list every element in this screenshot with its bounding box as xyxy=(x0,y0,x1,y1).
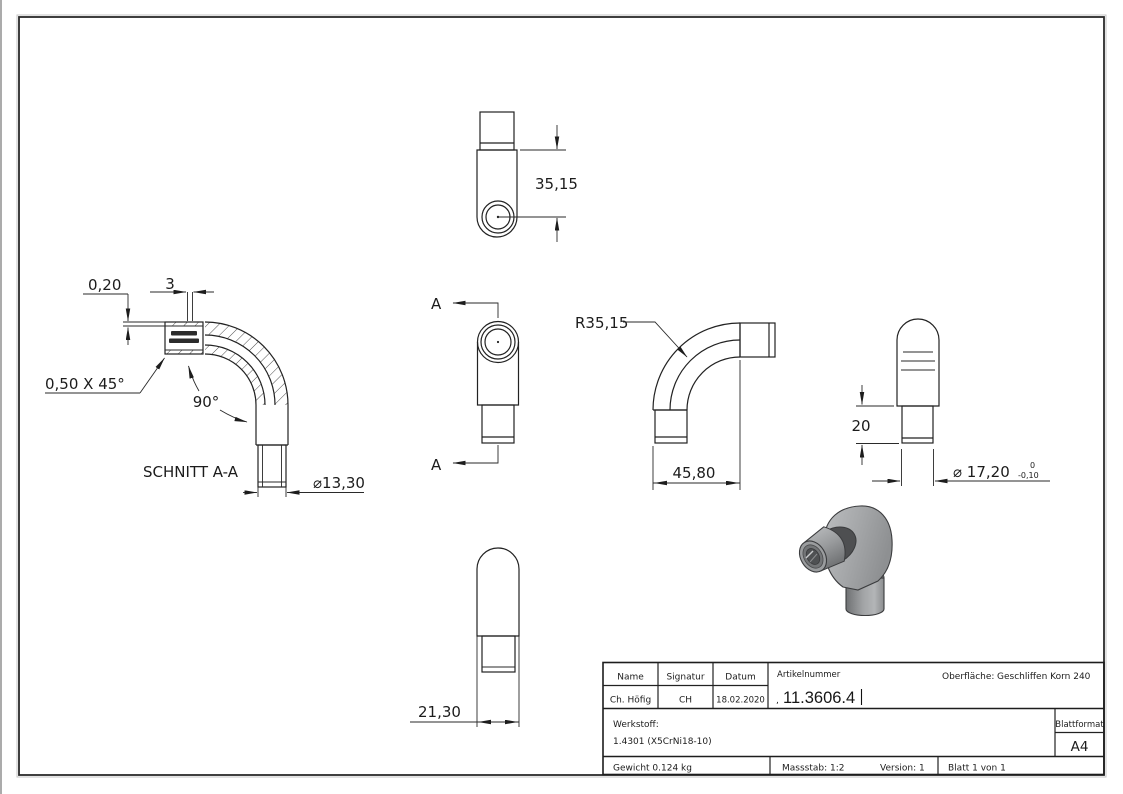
sheet-format-value: A4 xyxy=(1071,739,1089,755)
bend-view: R35,15 45,80 xyxy=(575,314,776,490)
drawing-frame xyxy=(18,16,1105,776)
weight-value: Gewicht 0.124 kg xyxy=(613,764,692,774)
article-number-field[interactable]: , 11.3606.4 xyxy=(776,689,863,707)
dim-35-15: 35,15 xyxy=(535,175,578,193)
dim-20: 20 xyxy=(851,417,870,435)
dim-3: 3 xyxy=(165,275,175,293)
version-value: Version: 1 xyxy=(880,764,925,774)
dim-r35-15: R35,15 xyxy=(575,314,628,332)
material-label: Werkstoff: xyxy=(613,720,659,730)
top-view: 35,15 xyxy=(476,111,578,242)
tolerance-lower: -0,10 xyxy=(1018,471,1039,480)
title-block: Name Signatur Datum Ch. Höfig CH 18.02.2… xyxy=(602,661,1105,776)
surface-value: Geschliffen Korn 240 xyxy=(997,672,1091,682)
section-view: 0,20 3 0,50 X 45° 90° SCHNITT A-A ⌀13,30 xyxy=(45,275,365,497)
section-title: SCHNITT A-A xyxy=(143,463,239,481)
section-cut-label-top: A xyxy=(431,295,442,313)
dim-45-80: 45,80 xyxy=(673,464,716,482)
tolerance-upper: 0 xyxy=(1030,461,1035,470)
sheet-value: Blatt 1 von 1 xyxy=(948,764,1006,774)
scale-value: Massstab: 1:2 xyxy=(782,764,844,774)
dim-0-20: 0,20 xyxy=(88,276,121,294)
dim-90deg: 90° xyxy=(193,393,220,411)
section-cut-label-bottom: A xyxy=(431,456,442,474)
bottom-view: 21,30 xyxy=(410,547,520,727)
dim-21-30: 21,30 xyxy=(418,703,461,721)
sheet-format-label: Blattformat xyxy=(1055,720,1104,730)
dim-dia-13-30: ⌀13,30 xyxy=(313,474,365,492)
article-number-label: Artikelnummer xyxy=(777,670,841,680)
front-view: A A xyxy=(431,295,520,474)
material-value: 1.4301 (X5CrNi18-10) xyxy=(613,737,712,747)
article-number-prefix: , xyxy=(776,696,779,706)
dim-dia-17-20: ⌀ 17,20 xyxy=(953,463,1010,481)
signature-value: CH xyxy=(679,696,692,706)
iso-3d-render xyxy=(798,505,893,617)
frame-shadow xyxy=(16,14,1107,778)
surface-label: Oberfläche: xyxy=(942,672,994,682)
side-view: 20 ⌀ 17,20 0 -0,10 xyxy=(851,318,1050,486)
date-value: 18.02.2020 xyxy=(716,696,765,706)
chamfer-note: 0,50 X 45° xyxy=(45,375,125,393)
name-value: Ch. Höfig xyxy=(610,696,651,706)
article-number-value: 11.3606.4 xyxy=(783,689,855,707)
date-header: Datum xyxy=(725,673,755,683)
engraving-text xyxy=(169,331,199,343)
name-header: Name xyxy=(617,673,644,683)
signature-header: Signatur xyxy=(666,673,704,683)
